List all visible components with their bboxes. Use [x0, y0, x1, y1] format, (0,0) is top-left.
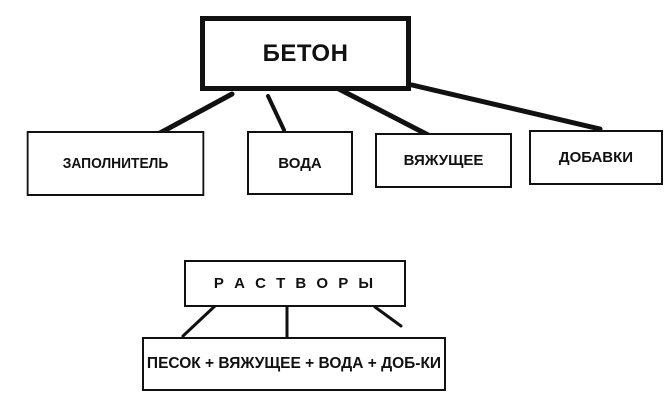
component-binder-box: ВЯЖУЩЕЕ — [375, 133, 512, 188]
mortar-box: Р А С Т В О Р Ы — [184, 260, 406, 307]
mortar-formula-text: ПЕСОК + ВЯЖУЩЕЕ + ВОДА + ДОБ-КИ — [146, 355, 442, 372]
component-water-box: ВОДА — [247, 131, 353, 195]
connector-mortar-left — [181, 303, 218, 338]
component-water-label: ВОДА — [278, 154, 322, 172]
connector-concrete-aggregate — [157, 91, 235, 136]
mortar-title: Р А С Т В О Р Ы — [213, 275, 377, 292]
component-additives-label: ДОБАВКИ — [558, 149, 634, 166]
component-binder-label: ВЯЖУЩЕЕ — [403, 152, 484, 169]
connector-concrete-water — [266, 94, 286, 132]
concrete-title: БЕТОН — [262, 39, 349, 67]
mortar-formula-box: ПЕСОК + ВЯЖУЩЕЕ + ВОДА + ДОБ-КИ — [142, 337, 446, 391]
connector-mortar-right — [373, 305, 403, 328]
component-aggregate-label: ЗАПОЛНИТЕЛЬ — [62, 155, 169, 172]
connector-concrete-additives — [409, 82, 603, 132]
component-additives-box: ДОБАВКИ — [529, 130, 663, 185]
connector-concrete-binder — [330, 83, 435, 140]
concrete-box: БЕТОН — [200, 16, 411, 91]
component-aggregate-box: ЗАПОЛНИТЕЛЬ — [26, 131, 205, 196]
